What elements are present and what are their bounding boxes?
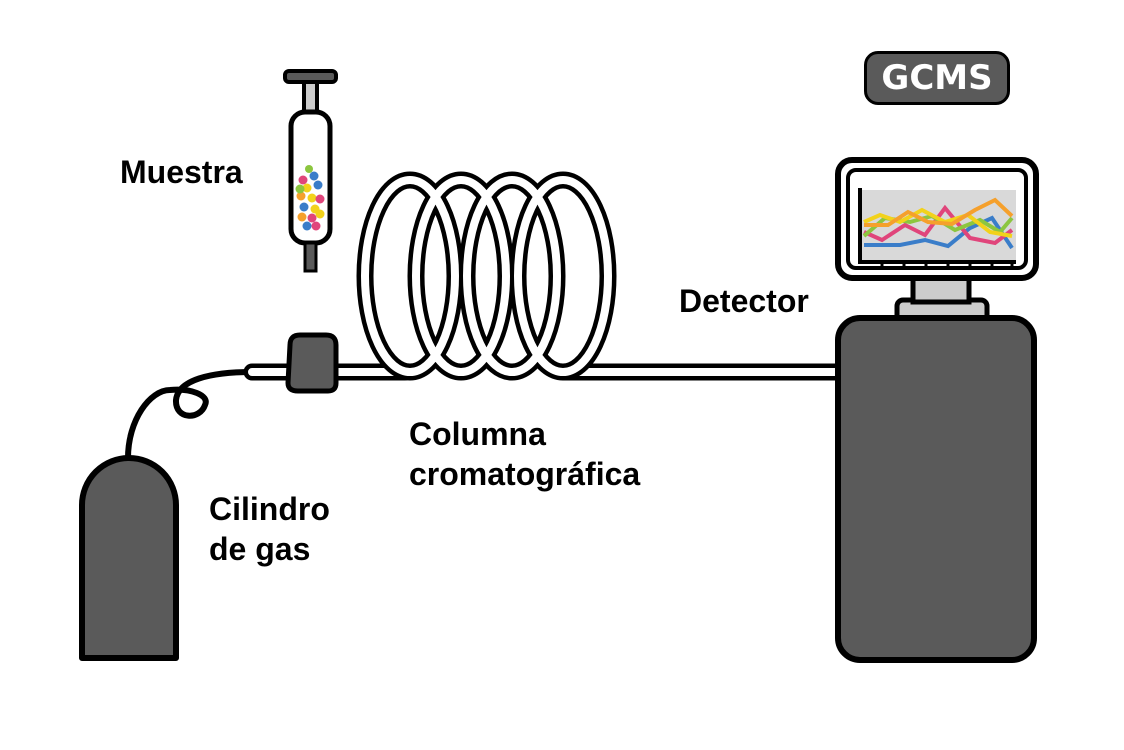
injector-icon <box>285 332 339 394</box>
column-coil-icon <box>356 171 617 381</box>
column-label-line2: cromatográfica <box>409 456 641 492</box>
column-label: Columna cromatográfica <box>409 414 640 494</box>
sample-label: Muestra <box>120 154 243 190</box>
detector-label: Detector <box>679 283 809 319</box>
gas-cylinder-label: Cilindro de gas <box>209 489 330 569</box>
gas-cylinder-label-line1: Cilindro <box>209 491 330 527</box>
chromatogram-icon <box>858 188 1016 267</box>
column-label-line1: Columna <box>409 416 546 452</box>
gas-hose <box>125 369 255 461</box>
gas-cylinder-icon <box>79 455 179 661</box>
gas-cylinder-label-line2: de gas <box>209 531 311 567</box>
gcms-badge: GCMS <box>864 51 1010 105</box>
syringe-icon <box>283 69 338 273</box>
sample-particles <box>295 165 325 231</box>
